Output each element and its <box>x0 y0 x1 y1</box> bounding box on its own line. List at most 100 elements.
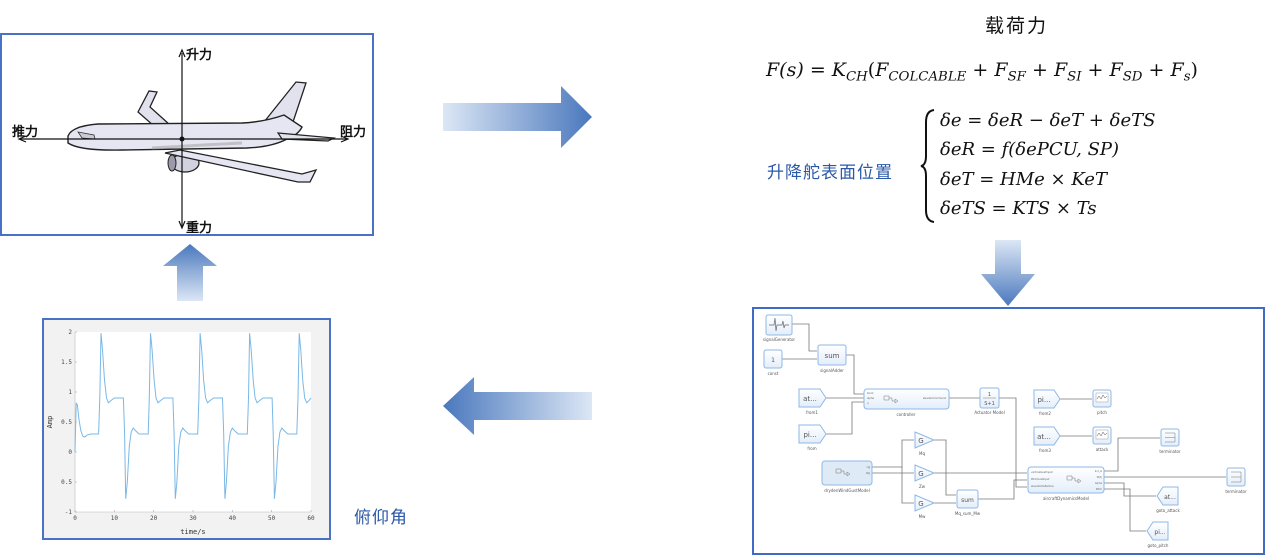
from1-glyph: at... <box>803 395 817 403</box>
x-tick-label: 60 <box>307 515 315 522</box>
controller-out: elevatorCommand <box>923 396 947 400</box>
const-label: const <box>768 371 779 376</box>
sum-glyph: sum <box>825 352 840 360</box>
from-glyph: pi... <box>803 431 816 439</box>
elevator-position-label: 升降舵表面位置 <box>767 163 893 183</box>
eq-term-2: F <box>1053 59 1068 81</box>
signal-adder-block: sum signalAdder <box>817 344 847 373</box>
arrow-up-icon <box>163 244 217 301</box>
const-value: 1 <box>771 357 775 364</box>
eq-lhs: F(s) <box>766 59 804 81</box>
eq-term-0-sub: COLCABLE <box>888 69 967 85</box>
actuator-label: Actuator Model <box>974 410 1004 415</box>
eq-term-3: F <box>1109 59 1123 81</box>
actuator-block: 1 S+1 Actuator Model <box>974 387 1005 415</box>
arrow-left-icon <box>443 377 592 435</box>
center-of-gravity-dot <box>179 136 185 142</box>
eq-term-1-sub: SF <box>1007 69 1026 85</box>
from2-block: pi... from2 <box>1033 389 1061 416</box>
from3-label: from3 <box>1039 448 1051 453</box>
dryden-out2: Wg <box>866 471 870 475</box>
airplane-fuselage <box>67 114 303 151</box>
from-label: from <box>807 446 816 451</box>
aircraft-in2: PitchGustInput <box>1031 477 1049 481</box>
gain-zw-block: G Zw <box>914 464 936 489</box>
gravity-label: 重力 <box>186 221 213 236</box>
goto-attack-block: at... goto_attack <box>1156 486 1180 513</box>
gain-zw-glyph: G <box>918 470 923 478</box>
aircraft-in1: verticalGustInput <box>1031 470 1053 474</box>
simulink-diagram: signalGenerator 1 const sum signalAdder … <box>763 314 1247 548</box>
controller-in3: q <box>867 402 869 405</box>
x-tick-label: 20 <box>150 515 158 522</box>
dryden-label: drydenWindGustModel <box>824 488 869 493</box>
y-tick-label: 1.5 <box>61 359 72 366</box>
y-tick-label: -1 <box>65 509 73 516</box>
airplane-far-wing <box>137 90 172 127</box>
elevator-equation-0: δe = δeR − δeT + δeTS <box>940 110 1156 131</box>
goto-attack-label: goto_attack <box>1156 508 1180 513</box>
elevator-equation-1: δeR = f(δePCU, SP) <box>940 139 1120 160</box>
goto-pitch-label: goto_pitch <box>1148 543 1169 548</box>
terminator-block-1: terminator <box>1159 428 1181 454</box>
gain-zw-label: Zw <box>919 484 926 489</box>
mq-sum-mw-label: Mq_sum_Mw <box>955 511 981 516</box>
x-tick-label: 30 <box>189 515 197 522</box>
y-axis-label: Amp <box>46 416 54 429</box>
system-brace <box>920 109 935 223</box>
y-tick-label: 0.5 <box>61 479 72 486</box>
gain-mw-label: Mw <box>919 514 926 519</box>
pitch-scope-label: pitch <box>1097 410 1107 415</box>
arrow-right-icon <box>443 86 592 148</box>
elevator-equation-2: δeT = HMe × KeT <box>940 169 1107 190</box>
from1-label: from1 <box>806 410 818 415</box>
aircraft-dynamics-block: verticalGustInput PitchGustInput elevato… <box>1027 466 1105 501</box>
from3-block: at... from3 <box>1033 426 1061 453</box>
terminator2-label: terminator <box>1225 489 1247 494</box>
from-block: pi... from <box>798 424 827 451</box>
actuator-numerator: 1 <box>988 392 991 398</box>
goto-pitch-glyph: pi... <box>1154 529 1165 536</box>
series-line-pitch <box>74 333 312 499</box>
from2-glyph: pi... <box>1037 396 1050 404</box>
eq-term-0: F <box>875 59 889 81</box>
aircraft-out2: W(t) <box>1097 475 1102 479</box>
y-tick-label: 0 <box>68 449 72 456</box>
eq-term-1: F <box>994 59 1008 81</box>
eq-gain: K <box>831 59 846 81</box>
terminator1-label: terminator <box>1159 449 1181 454</box>
gain-mw-glyph: G <box>918 500 923 508</box>
eq-equals: = <box>809 59 826 81</box>
load-force-equation: F(s) = KCH(FCOLCABLE + FSF + FSI + FSD +… <box>766 59 1198 85</box>
terminator-block-2: terminator <box>1225 467 1247 494</box>
plot-area <box>75 332 311 512</box>
aircraft-out1: Ind_w <box>1095 469 1102 473</box>
eq-gain-sub: CH <box>845 69 868 85</box>
aircraft-label: aircraftDynamicsModel <box>1043 496 1089 501</box>
eq-term-4-sub: s <box>1183 69 1191 85</box>
attack-scope-block: attack <box>1092 426 1112 452</box>
controller-block: block alpha q elevatorCommand controller <box>863 388 950 417</box>
y-tick-label: 2 <box>68 329 72 336</box>
eq-term-4: F <box>1170 59 1184 81</box>
pitch-angle-label: 俯仰角 <box>354 508 408 528</box>
lift-label: 升力 <box>186 48 213 63</box>
eq-term-3-sub: SD <box>1122 69 1143 85</box>
controller-in1: block <box>867 391 874 395</box>
aircraft-out4: Pitch <box>1096 487 1103 491</box>
airplane-near-wing <box>164 149 318 183</box>
gain-mq-label: Mq <box>919 451 925 456</box>
arrow-down-icon <box>981 240 1035 306</box>
signal-generator-label: signalGenerator <box>763 337 796 342</box>
x-axis-label: time/s <box>180 528 205 536</box>
mq-sum-mw-block: sum Mq_sum_Mw <box>955 489 981 516</box>
simulink-model-panel: signalGenerator 1 const sum signalAdder … <box>752 307 1265 555</box>
airplane-forces-panel: 升力 重力 推力 阻力 <box>0 33 374 236</box>
gain-mq-block: G Mq <box>914 431 936 456</box>
airplane-illustration <box>17 48 350 230</box>
goto-pitch-block: pi... goto_pitch <box>1146 521 1169 548</box>
const-block: 1 const <box>763 349 783 376</box>
dryden-wind-gust-block: Ug Wg drydenWindGustModel <box>821 460 873 493</box>
x-tick-label: 10 <box>111 515 119 522</box>
